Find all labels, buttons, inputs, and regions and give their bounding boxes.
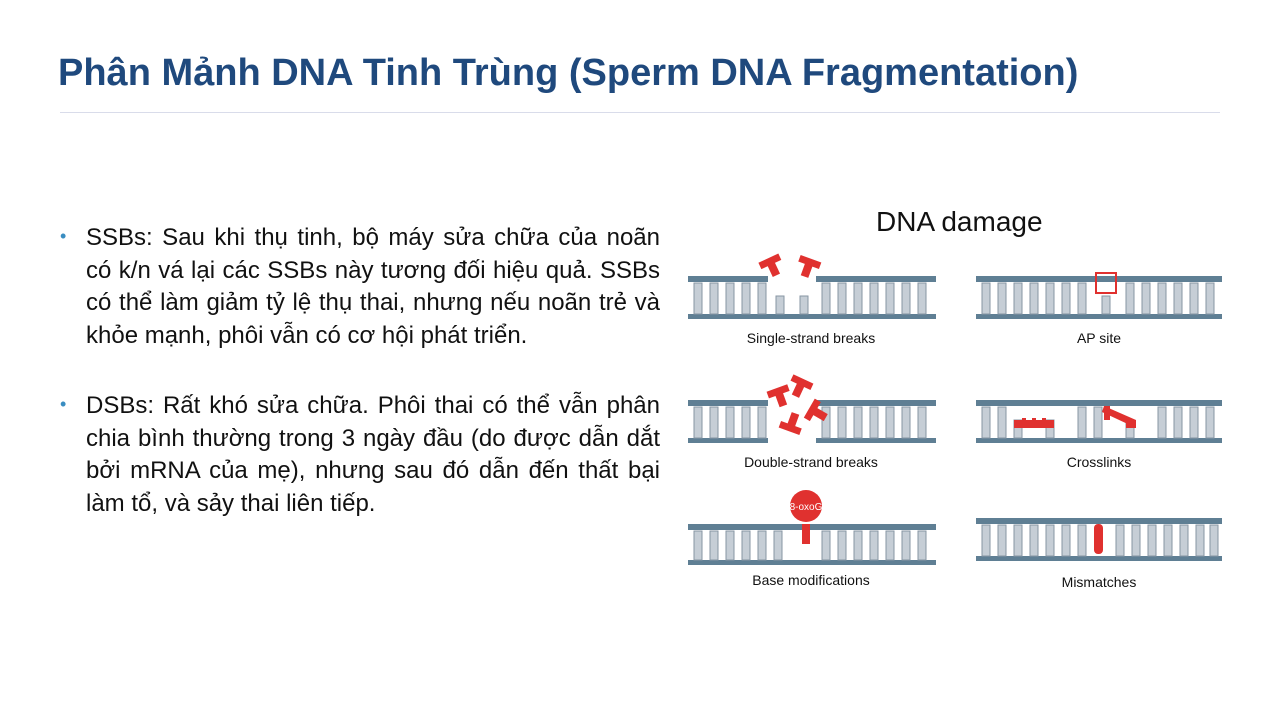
title-divider (60, 112, 1220, 113)
bullet-dsb-text: DSBs: Rất khó sửa chữa. Phôi thai có thể… (86, 392, 660, 517)
bullet-dsb: • DSBs: Rất khó sửa chữa. Phôi thai có th… (60, 390, 660, 520)
page-title: Phân Mảnh DNA Tinh Trùng (Sperm DNA Frag… (58, 52, 1079, 94)
dna-crosslinks-illustration (976, 400, 1222, 443)
dna-base-modification-illustration: 8-oxoG (688, 490, 936, 565)
dna-ap-site-illustration (976, 272, 1222, 319)
caption-ap-site: AP site (1076, 330, 1122, 346)
panel-single-strand-breaks: Single-strand breaks (688, 250, 940, 350)
badge-8-oxog: 8-oxoG (790, 502, 823, 513)
panel-mismatches: Mismatches (976, 492, 1228, 592)
bullet-ssb-text: SSBs: Sau khi thụ tinh, bộ máy sửa chữa … (86, 224, 660, 349)
figure-title: DNA damage (876, 206, 1043, 237)
caption-crosslinks: Crosslinks (1066, 454, 1132, 470)
caption-double-strand-breaks: Double-strand breaks (744, 454, 878, 470)
dna-single-strand-break-illustration (688, 253, 936, 319)
bullet-ssb: • SSBs: Sau khi thụ tinh, bộ máy sửa chữa… (60, 222, 660, 352)
mismatched-base-icon (1094, 524, 1103, 554)
panel-base-modifications: 8-oxoG Base modifications (688, 490, 940, 592)
dna-double-strand-break-illustration (688, 374, 936, 443)
ap-site-marker-icon (1095, 272, 1117, 294)
caption-single-strand-breaks: Single-strand breaks (746, 330, 876, 346)
dna-mismatch-illustration (976, 518, 1222, 561)
bullet-dot-icon: • (60, 394, 67, 414)
dna-damage-figure: DNA damage Single-strand breaks (680, 200, 1240, 600)
caption-base-modifications: Base modifications (752, 572, 870, 588)
broken-fragment-icon (766, 374, 828, 436)
bullet-list: • SSBs: Sau khi thụ tinh, bộ máy sửa chữa… (60, 222, 660, 520)
bullet-dot-icon: • (60, 226, 67, 246)
broken-fragment-icon (758, 253, 822, 278)
modified-base-icon (790, 490, 822, 522)
panel-double-strand-breaks: Double-strand breaks (688, 374, 940, 474)
caption-mismatches: Mismatches (1061, 574, 1137, 590)
panel-ap-site: AP site (976, 250, 1228, 350)
panel-crosslinks: Crosslinks (976, 374, 1228, 474)
crosslink-icon (1014, 406, 1136, 428)
